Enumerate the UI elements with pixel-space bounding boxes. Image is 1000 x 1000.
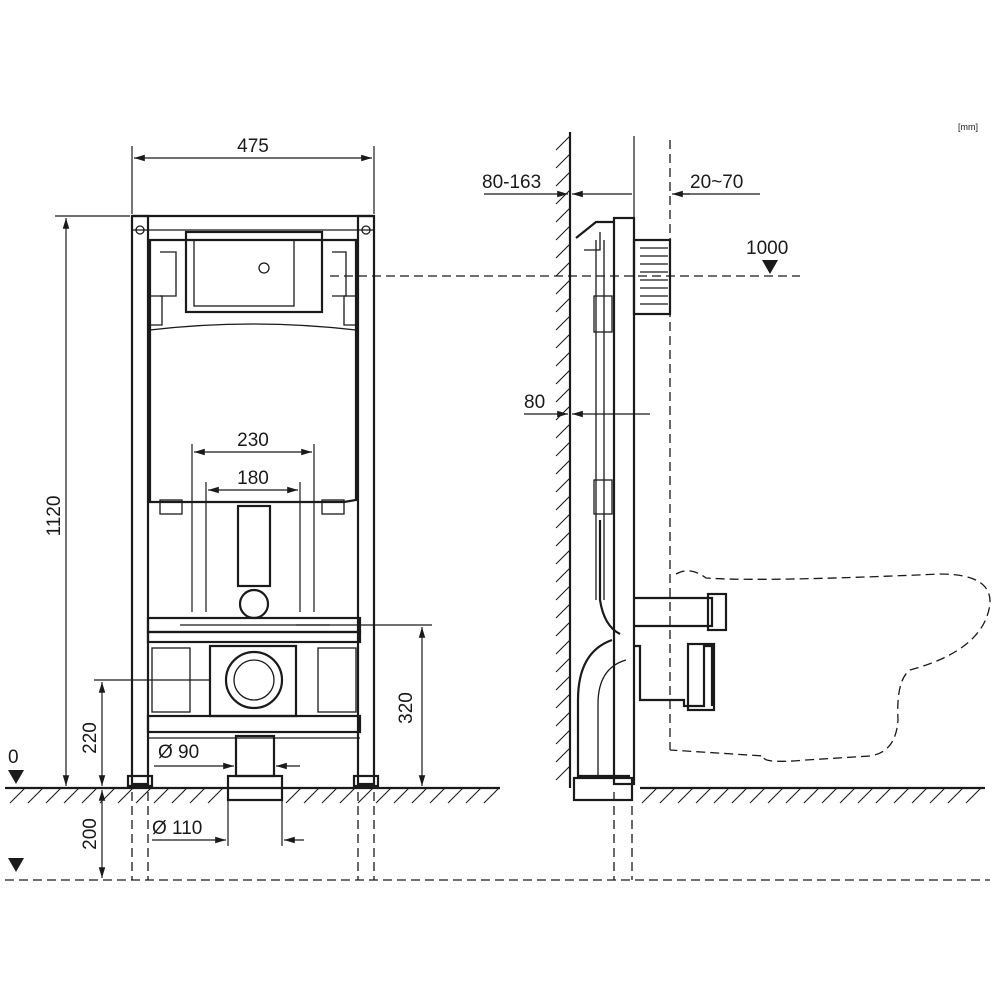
svg-text:Ø 90: Ø 90 (158, 742, 199, 763)
svg-text:80: 80 (524, 392, 545, 413)
dim-pipe-spacing-inner: 180 (205, 468, 301, 612)
dim-plate-offset: 20~70 (672, 172, 760, 198)
svg-text:180: 180 (237, 468, 269, 489)
units-note: [mm] (958, 122, 978, 132)
dim-drain-small: Ø 90 (154, 742, 300, 770)
svg-text:1120: 1120 (44, 496, 65, 537)
dim-frame-width: 475 (131, 136, 375, 214)
svg-text:0: 0 (8, 747, 19, 768)
dim-wall-gap: 80-163 (482, 136, 635, 240)
dim-flush-height: 1000 (330, 238, 800, 277)
svg-text:20~70: 20~70 (690, 172, 743, 193)
dim-drain-large: Ø 110 (152, 800, 304, 846)
svg-text:220: 220 (80, 722, 101, 754)
dim-inlet-height: 220 (80, 679, 210, 786)
dim-pipe-spacing-outer: 230 (191, 430, 315, 612)
toilet-bowl-outline (669, 570, 991, 762)
floor-line (5, 786, 990, 881)
dim-below-floor: 200 (80, 790, 106, 878)
svg-text:Ø 110: Ø 110 (152, 818, 202, 839)
frame-side-view (572, 216, 728, 880)
svg-text:200: 200 (80, 818, 101, 850)
dim-frame-depth: 80 (524, 392, 650, 418)
frame-front-view (126, 214, 380, 880)
dim-frame-height: 1120 (44, 215, 130, 786)
level-marker-floor: 0 (8, 747, 24, 872)
svg-text:1000: 1000 (746, 238, 788, 259)
dim-outlet-height: 320 (296, 624, 432, 786)
svg-text:230: 230 (237, 430, 269, 451)
svg-text:320: 320 (396, 692, 417, 724)
svg-text:475: 475 (237, 136, 269, 157)
svg-text:80-163: 80-163 (482, 172, 541, 193)
